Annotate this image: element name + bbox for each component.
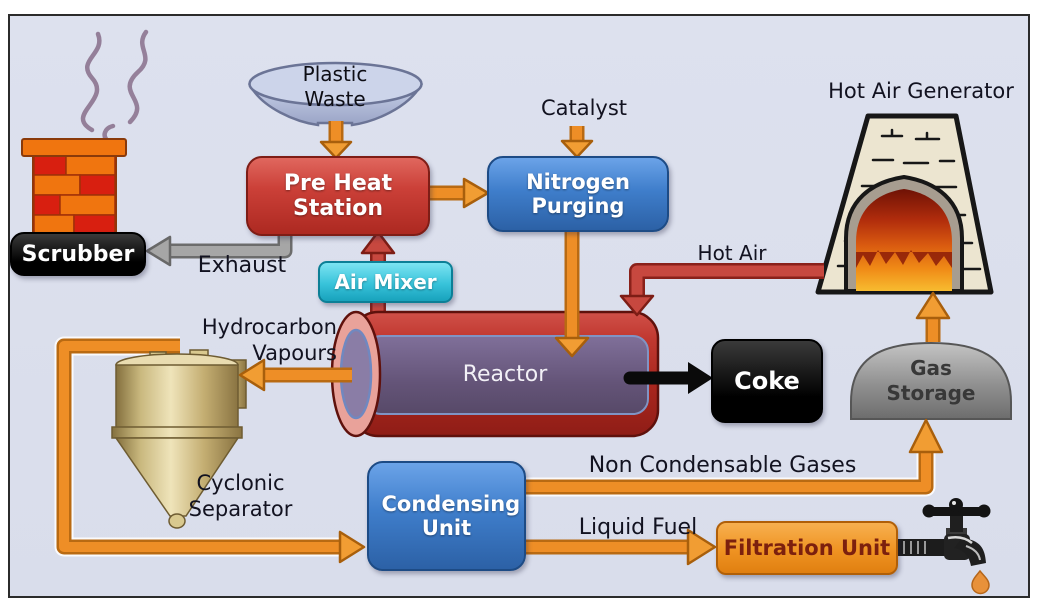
exhaust-label: Exhaust <box>197 253 287 278</box>
plastic-waste-label: Plastic Waste <box>302 62 368 111</box>
hot-air-label: Hot Air <box>697 241 767 265</box>
coke-box: Coke <box>711 339 823 423</box>
hot-air-pipe <box>619 263 824 317</box>
catalyst-arrow <box>560 126 594 159</box>
gas-to-generator-arrow <box>915 291 951 342</box>
exhaust-pipe <box>145 229 293 267</box>
funnel-icon <box>247 61 424 127</box>
kiln-icon <box>815 113 994 295</box>
cyclonic-separator-label: Cyclonic Separator <box>188 471 293 522</box>
hydrocarbon-vapours-label: Hydrocarbon Vapours <box>201 315 337 366</box>
coke-label: Coke <box>734 367 800 395</box>
purge-to-reactor-arrow <box>554 229 590 358</box>
scrubber-label: Scrubber <box>21 241 135 267</box>
vapour-loop-pipe <box>54 336 366 564</box>
gas-storage-label: Gas Storage <box>886 356 976 405</box>
vapour-arrow <box>238 358 352 392</box>
filtration-unit-box: Filtration Unit <box>716 521 898 575</box>
fuel-drop-icon <box>971 569 990 595</box>
cyclone-icon <box>111 349 247 529</box>
liquid-fuel-arrow <box>521 528 717 566</box>
preheat-to-purge-arrow <box>428 177 490 209</box>
faucet-icon <box>896 498 991 595</box>
smoke-icon <box>80 29 149 145</box>
feed-arrow <box>319 121 353 160</box>
ncg-pipe <box>520 418 944 497</box>
gas-storage-dome <box>850 341 1012 420</box>
filtration-unit-label: Filtration Unit <box>723 536 891 560</box>
catalyst-label: Catalyst <box>540 96 628 120</box>
condensing-unit-box: Condensing Unit <box>367 461 526 571</box>
coke-arrow <box>623 362 713 394</box>
pre-heat-station-label: Pre Heat Station <box>283 171 393 221</box>
reactor-label: Reactor <box>462 362 548 387</box>
air-mixer-label: Air Mixer <box>334 270 437 294</box>
pre-heat-station-box: Pre Heat Station <box>246 156 430 236</box>
air-mixer-box: Air Mixer <box>318 261 453 303</box>
nitrogen-purging-label: Nitrogen Purging <box>526 170 630 218</box>
condensing-unit-label: Condensing Unit <box>381 492 521 540</box>
scrubber-box: Scrubber <box>10 232 146 276</box>
hot-air-generator-label: Hot Air Generator <box>828 79 1014 103</box>
nitrogen-purging-box: Nitrogen Purging <box>487 156 669 232</box>
chimney-icon <box>21 138 127 236</box>
liquid-fuel-label: Liquid Fuel <box>578 515 698 540</box>
non-condensable-gases-label: Non Condensable Gases <box>588 453 857 478</box>
